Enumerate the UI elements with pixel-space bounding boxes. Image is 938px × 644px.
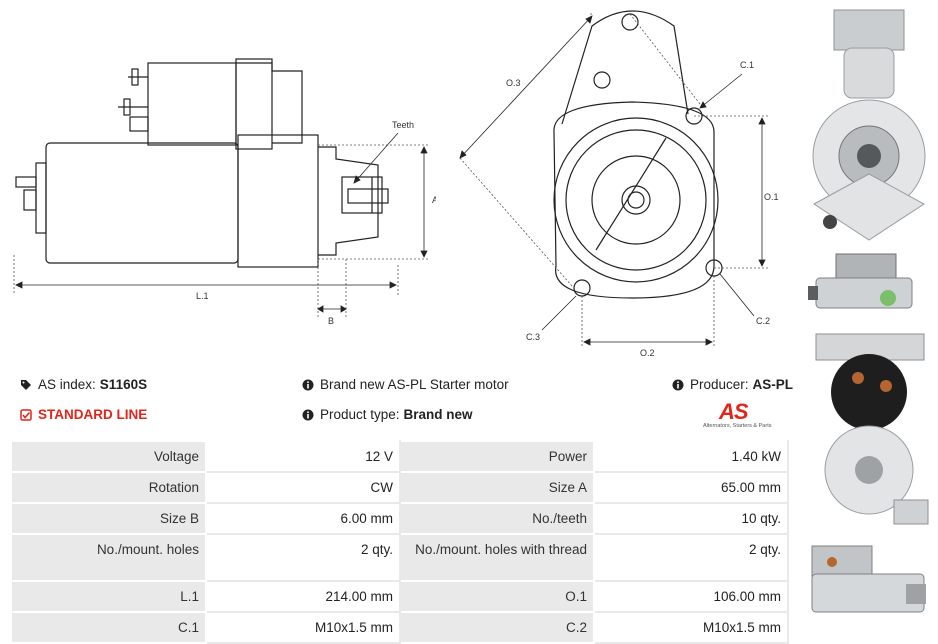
spec-value: 10 qty. (593, 502, 789, 535)
standard-line-badge: STANDARD LINE (20, 407, 147, 422)
brand-text: Brand new AS-PL Starter motor (320, 377, 509, 392)
product-type-label: Product type: (320, 407, 400, 422)
spec-value: M10x1.5 mm (205, 611, 401, 644)
spec-value: 214.00 mm (205, 580, 401, 613)
check-square-icon (20, 408, 32, 421)
spec-value: 2 qty. (593, 533, 789, 582)
product-photo-front[interactable] (806, 4, 932, 244)
spec-label: No./teeth (399, 502, 595, 535)
spec-label: No./mount. holes (10, 533, 207, 582)
o2-label: O.2 (640, 348, 655, 358)
info-circle-icon (672, 379, 684, 390)
as-index-label: AS index: (38, 377, 96, 392)
spec-value: 12 V (205, 440, 401, 473)
spec-label: C.2 (399, 611, 595, 644)
spec-value: CW (205, 471, 401, 504)
table-row: Voltage 12 V Power 1.40 kW (10, 440, 789, 473)
spec-value: M10x1.5 mm (593, 611, 789, 644)
starter-side-view-drawing: Teeth A L.1 B (13, 58, 436, 326)
table-row: Rotation CW Size A 65.00 mm (10, 471, 789, 504)
as-index: AS index: S1160S (20, 377, 147, 392)
dimension-b-label: B (328, 316, 334, 326)
product-photo-top[interactable] (806, 540, 932, 624)
producer-label: Producer: (690, 377, 749, 392)
spec-label: Size A (399, 471, 595, 504)
c2-label: C.2 (756, 316, 770, 326)
producer: Producer: AS-PL (672, 377, 793, 392)
spec-label: Power (399, 440, 595, 473)
info-circle-icon (302, 379, 314, 390)
product-photo-rear[interactable] (806, 330, 932, 530)
spec-label: Rotation (10, 471, 207, 504)
o1-label: O.1 (764, 192, 779, 202)
product-photo-gallery (806, 0, 938, 636)
table-row: No./mount. holes 2 qty. No./mount. holes… (10, 533, 789, 582)
spec-label: No./mount. holes with thread (399, 533, 595, 582)
specifications-table: Voltage 12 V Power 1.40 kW Rotation CW S… (10, 440, 789, 644)
spec-label: C.1 (10, 611, 207, 644)
c3-label: C.3 (526, 332, 540, 342)
product-type-value: Brand new (403, 407, 473, 422)
spec-label: L.1 (10, 580, 207, 613)
c1-label: C.1 (740, 60, 754, 70)
table-row: C.1 M10x1.5 mm C.2 M10x1.5 mm (10, 611, 789, 644)
spec-value: 1.40 kW (593, 440, 789, 473)
starter-front-view-drawing: C.1 O.3 O.1 C.3 C.2 O.2 (459, 10, 779, 358)
product-photo-side[interactable] (806, 240, 932, 320)
tags-icon (21, 379, 31, 390)
spec-label: Size B (10, 502, 207, 535)
table-row: L.1 214.00 mm O.1 106.00 mm (10, 580, 789, 613)
product-type: Product type: Brand new (302, 407, 473, 422)
spec-value: 6.00 mm (205, 502, 401, 535)
teeth-label: Teeth (392, 120, 414, 130)
spec-label: O.1 (399, 580, 595, 613)
spec-label: Voltage (10, 440, 207, 473)
dimension-l1-label: L.1 (196, 291, 209, 301)
producer-value: AS-PL (752, 377, 794, 392)
info-circle-icon (302, 409, 314, 420)
dimension-a-label: A (432, 195, 436, 205)
brand-info: Brand new AS-PL Starter motor (302, 377, 509, 392)
standard-line-text: STANDARD LINE (38, 407, 148, 422)
as-index-value: S1160S (99, 377, 148, 392)
logo-tagline: Alternators, Starters & Parts (703, 423, 772, 429)
spec-value: 106.00 mm (593, 580, 789, 613)
table-row: Size B 6.00 mm No./teeth 10 qty. (10, 502, 789, 535)
spec-value: 2 qty. (205, 533, 401, 582)
logo-mark: AS (719, 399, 749, 424)
as-pl-logo: AS Alternators, Starters & Parts (697, 399, 795, 433)
spec-value: 65.00 mm (593, 471, 789, 504)
o3-label: O.3 (506, 78, 521, 88)
